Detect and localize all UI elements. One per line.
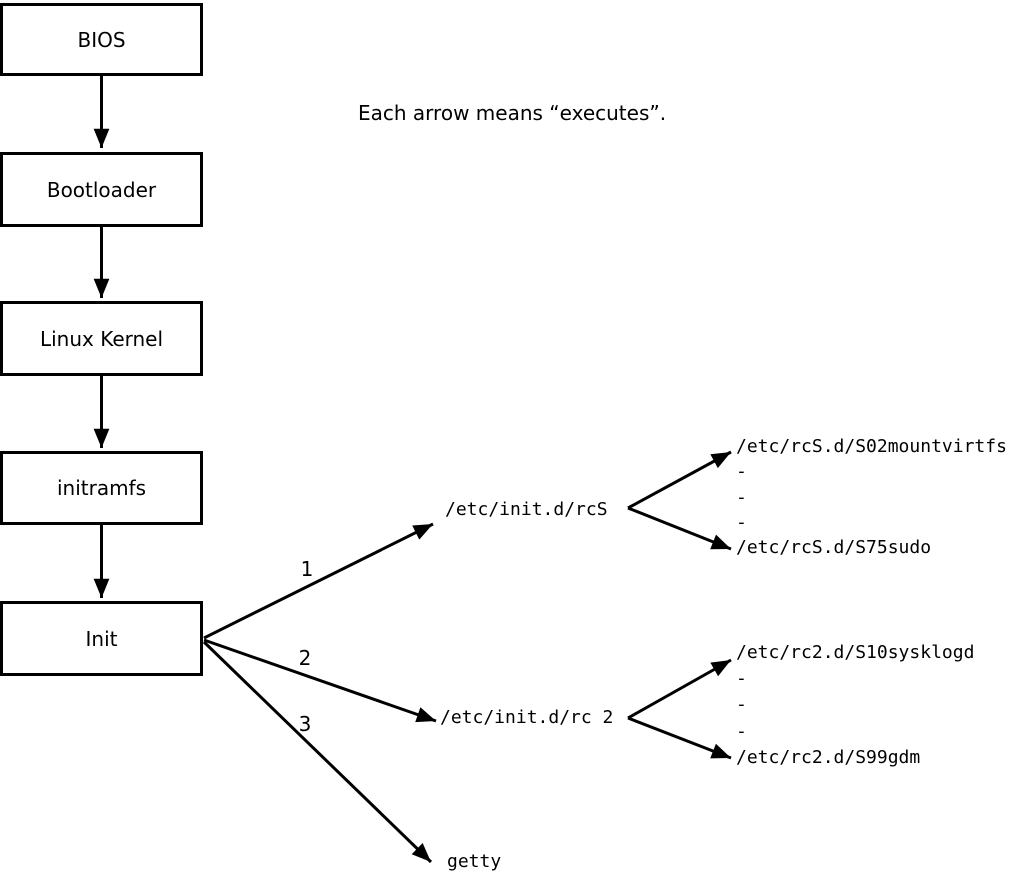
box-init-label: Init bbox=[85, 626, 118, 651]
arrow-rcs-to-first-script bbox=[627, 450, 732, 510]
caption: Each arrow means “executes”. bbox=[358, 101, 667, 125]
rc2-script-item: /etc/rc2.d/S99gdm bbox=[736, 746, 921, 768]
branch-3-target-path: getty bbox=[447, 851, 502, 872]
box-bios-label: BIOS bbox=[77, 27, 126, 52]
box-bios: BIOS bbox=[0, 3, 203, 76]
arrow-rc2-to-first-script bbox=[627, 658, 732, 720]
box-linux-kernel-label: Linux Kernel bbox=[39, 326, 164, 351]
rcs-script-ellipsis: - bbox=[736, 511, 747, 533]
arrow-init-to-rc2 bbox=[203, 638, 437, 723]
box-bootloader-label: Bootloader bbox=[46, 177, 157, 202]
arrow-rc2-to-last-script bbox=[627, 716, 732, 760]
rcs-script-ellipsis: - bbox=[736, 486, 747, 508]
branch-3-number: 3 bbox=[298, 712, 312, 736]
rc2-script-list: /etc/rc2.d/S10sysklogd - - - /etc/rc2.d/… bbox=[736, 640, 974, 771]
rc2-script-item: /etc/rc2.d/S10sysklogd bbox=[736, 642, 975, 663]
arrow-init-to-getty bbox=[202, 640, 433, 864]
branch-1-number: 1 bbox=[300, 557, 314, 581]
rcs-script-list: /etc/rcS.d/S02mountvirtfs - - - /etc/rcS… bbox=[736, 434, 1007, 560]
box-init: Init bbox=[0, 601, 203, 676]
rc2-script-ellipsis: - bbox=[736, 668, 747, 690]
box-initramfs: initramfs bbox=[0, 451, 203, 525]
rcs-script-item: /etc/rcS.d/S02mountvirtfs bbox=[736, 436, 1007, 457]
branch-2-target-path: /etc/init.d/rc 2 bbox=[440, 707, 614, 728]
box-initramfs-label: initramfs bbox=[56, 476, 147, 500]
rcs-script-item: /etc/rcS.d/S75sudo bbox=[736, 537, 932, 559]
box-bootloader: Bootloader bbox=[0, 152, 203, 227]
rcs-script-ellipsis: - bbox=[736, 461, 747, 483]
rc2-script-ellipsis: - bbox=[736, 720, 747, 742]
arrow-init-to-rcs bbox=[203, 522, 434, 640]
branch-1-target-path: /etc/init.d/rcS bbox=[445, 499, 608, 520]
branch-2-number: 2 bbox=[298, 646, 312, 670]
arrow-rcs-to-last-script bbox=[627, 506, 732, 551]
rc2-script-ellipsis: - bbox=[736, 694, 747, 716]
box-linux-kernel: Linux Kernel bbox=[0, 301, 203, 376]
